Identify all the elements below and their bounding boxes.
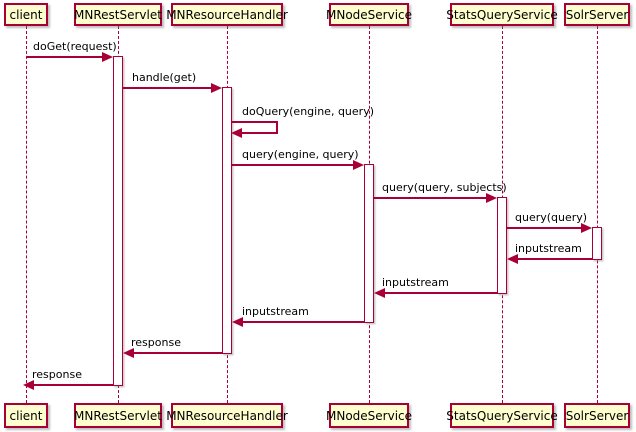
self-message-side-line bbox=[276, 121, 278, 134]
message-line bbox=[232, 164, 355, 166]
activation-mnresourcehandler bbox=[222, 87, 232, 354]
arrowhead-right-icon bbox=[102, 52, 113, 62]
participant-bottom-client: client bbox=[4, 403, 48, 428]
lifeline-client bbox=[26, 26, 27, 403]
participant-label: MNRestServlet bbox=[74, 408, 162, 423]
activation-mnrestservlet bbox=[113, 56, 123, 386]
activation-statsqueryservice bbox=[497, 197, 507, 294]
participant-label: MNResourceHandler bbox=[166, 7, 288, 22]
message-line bbox=[123, 87, 213, 89]
arrowhead-left-icon bbox=[232, 317, 243, 327]
participant-label: MNRestServlet bbox=[74, 7, 162, 22]
participant-label: MNodeService bbox=[325, 7, 413, 22]
arrowhead-left-icon bbox=[123, 348, 134, 358]
message-label: inputstream bbox=[515, 242, 582, 255]
message-label: query(engine, query) bbox=[242, 148, 359, 161]
participant-top-solrserver: SolrServer bbox=[564, 3, 630, 26]
message-label: handle(get) bbox=[132, 71, 197, 84]
lifeline-solrserver bbox=[597, 26, 598, 403]
message-line bbox=[26, 56, 104, 58]
participant-label: MNResourceHandler bbox=[166, 408, 288, 423]
arrowhead-left-icon bbox=[507, 254, 518, 264]
arrowhead-right-icon bbox=[353, 160, 364, 170]
message-label: inputstream bbox=[242, 305, 309, 318]
message-label: inputstream bbox=[382, 276, 449, 289]
participant-top-statsqueryservice: StatsQueryService bbox=[446, 3, 558, 26]
activation-solrserver bbox=[592, 227, 602, 260]
participant-top-mnrestservlet: MNRestServlet bbox=[74, 3, 162, 26]
participant-bottom-statsqueryservice: StatsQueryService bbox=[446, 403, 558, 428]
arrowhead-right-icon bbox=[581, 223, 592, 233]
arrowhead-right-icon bbox=[486, 193, 497, 203]
participant-top-mnresourcehandler: MNResourceHandler bbox=[166, 3, 288, 26]
participant-label: SolrServer bbox=[565, 7, 629, 22]
message-label: response bbox=[131, 336, 181, 349]
message-line bbox=[517, 258, 592, 260]
message-line bbox=[374, 197, 488, 199]
participant-label: client bbox=[9, 7, 43, 22]
message-line bbox=[242, 321, 364, 323]
arrowhead-left-icon bbox=[374, 288, 385, 298]
message-line bbox=[507, 227, 583, 229]
participant-bottom-solrserver: SolrServer bbox=[564, 403, 630, 428]
message-line bbox=[384, 292, 497, 294]
self-message-bottom-line bbox=[242, 132, 278, 134]
message-label: query(query) bbox=[515, 211, 588, 224]
activation-mnodeservice bbox=[364, 164, 374, 323]
participant-label: StatsQueryService bbox=[446, 408, 558, 423]
arrowhead-left-icon bbox=[231, 128, 242, 138]
message-label: response bbox=[32, 368, 82, 381]
participant-bottom-mnodeservice: MNodeService bbox=[325, 403, 413, 428]
message-line bbox=[33, 384, 113, 386]
message-line bbox=[133, 352, 222, 354]
message-label: doGet(request) bbox=[33, 40, 117, 53]
arrowhead-right-icon bbox=[211, 83, 222, 93]
participant-label: StatsQueryService bbox=[446, 7, 558, 22]
arrowhead-left-icon bbox=[23, 380, 34, 390]
participant-bottom-mnresourcehandler: MNResourceHandler bbox=[166, 403, 288, 428]
message-label: query(query, subjects) bbox=[382, 181, 507, 194]
participant-top-client: client bbox=[4, 3, 48, 26]
participant-label: MNodeService bbox=[325, 408, 413, 423]
self-message-top-line bbox=[231, 121, 278, 123]
message-label: doQuery(engine, query) bbox=[242, 105, 374, 118]
participant-label: SolrServer bbox=[565, 408, 629, 423]
participant-bottom-mnrestservlet: MNRestServlet bbox=[74, 403, 162, 428]
participant-label: client bbox=[9, 408, 43, 423]
participant-top-mnodeservice: MNodeService bbox=[325, 3, 413, 26]
